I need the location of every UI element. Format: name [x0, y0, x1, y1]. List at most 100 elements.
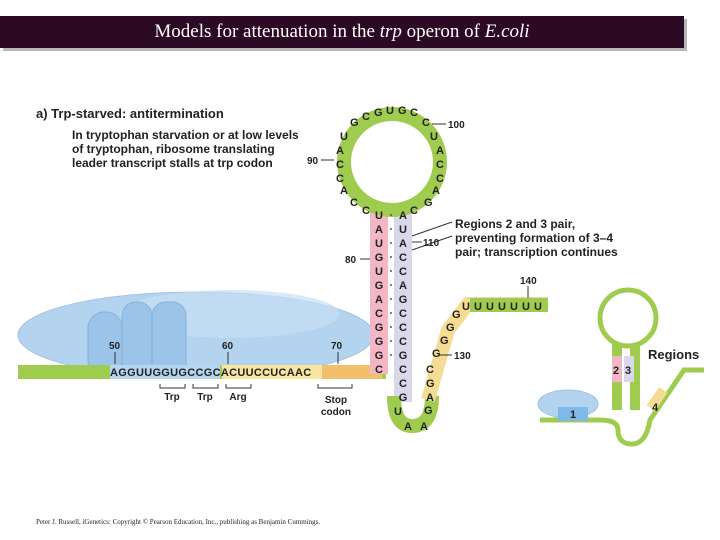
- svg-text:G: G: [399, 392, 408, 404]
- svg-text:C: C: [399, 364, 407, 376]
- svg-text:C: C: [436, 173, 444, 185]
- pos-50: 50: [109, 341, 121, 352]
- svg-text:C: C: [362, 205, 370, 217]
- regions-label: Regions: [648, 347, 699, 362]
- svg-text:C: C: [362, 111, 370, 123]
- inset-region-2: 2: [613, 365, 619, 377]
- svg-text:leader transcript stalls at tr: leader transcript stalls at trp codon: [72, 156, 273, 170]
- title-trp: trp: [379, 21, 402, 42]
- codon-trp-2: Trp: [197, 392, 213, 403]
- svg-text:A: A: [426, 392, 434, 404]
- svg-text:G: G: [350, 117, 359, 129]
- footer-credit: Peter J. Russell, iGenetics: Copyright ©…: [36, 518, 321, 526]
- svg-text:U: U: [498, 301, 506, 313]
- svg-text:A: A: [340, 185, 348, 197]
- svg-text:G: G: [399, 294, 408, 306]
- svg-text:U: U: [399, 224, 407, 236]
- svg-text:G: G: [375, 350, 384, 362]
- panel-description: In tryptophan starvation or at low level…: [72, 128, 299, 170]
- slide-title: Models for attenuation in the trp operon…: [0, 16, 684, 48]
- pos-130: 130: [454, 351, 471, 362]
- svg-text:U: U: [510, 301, 518, 313]
- title-prefix: Models for attenuation in the: [154, 21, 375, 42]
- svg-text:A: A: [420, 421, 428, 433]
- svg-text:G: G: [399, 350, 408, 362]
- svg-text:C: C: [399, 322, 407, 334]
- svg-text:C: C: [399, 308, 407, 320]
- svg-text:A: A: [375, 294, 383, 306]
- svg-text:G: G: [375, 322, 384, 334]
- pos-90: 90: [307, 156, 319, 167]
- ribosome: [17, 290, 375, 379]
- title-mid: operon of: [406, 21, 480, 42]
- stop-label: Stop: [325, 395, 347, 406]
- svg-text:G: G: [375, 280, 384, 292]
- svg-text:U: U: [386, 105, 394, 117]
- svg-text:U: U: [375, 266, 383, 278]
- svg-text:preventing formation of 3–4: preventing formation of 3–4: [455, 231, 613, 245]
- region4-arm: [421, 297, 548, 402]
- pos-100: 100: [448, 120, 465, 131]
- pos-140: 140: [520, 276, 537, 287]
- inset-region-4: 4: [652, 402, 659, 414]
- svg-text:G: G: [375, 252, 384, 264]
- svg-text:G: G: [374, 107, 383, 119]
- codon-label: codon: [321, 407, 351, 418]
- svg-text:A: A: [432, 185, 440, 197]
- svg-text:C: C: [410, 205, 418, 217]
- svg-text:U: U: [340, 131, 348, 143]
- svg-text:C: C: [410, 107, 418, 119]
- leader-sequence: AGGUUGGUGCCGCACUUCCUCAAC: [110, 367, 312, 379]
- svg-text:C: C: [399, 336, 407, 348]
- pos-70: 70: [331, 341, 343, 352]
- pos-80: 80: [345, 255, 357, 266]
- inset-region-3: 3: [625, 365, 631, 377]
- svg-text:C: C: [422, 117, 430, 129]
- svg-text:G: G: [452, 309, 461, 321]
- svg-text:G: G: [424, 405, 433, 417]
- region2-stem: [370, 206, 388, 374]
- svg-text:G: G: [446, 322, 455, 334]
- svg-text:AGGUUGGUGCCGCACUUCCUCAAC: AGGUUGGUGCCGCACUUCCUCAAC: [110, 367, 312, 379]
- svg-text:C: C: [436, 159, 444, 171]
- svg-text:G: G: [398, 105, 407, 117]
- svg-text:pair; transcription continues: pair; transcription continues: [455, 245, 618, 259]
- codon-trp-1: Trp: [164, 392, 180, 403]
- svg-text:G: G: [424, 197, 433, 209]
- svg-text:U: U: [375, 238, 383, 250]
- svg-text:U: U: [486, 301, 494, 313]
- svg-text:U: U: [522, 301, 530, 313]
- svg-text:Regions 2 and 3 pair,: Regions 2 and 3 pair,: [455, 217, 575, 231]
- svg-text:U: U: [394, 406, 402, 418]
- svg-text:G: G: [440, 335, 449, 347]
- svg-text:G: G: [432, 348, 441, 360]
- pos-60: 60: [222, 341, 234, 352]
- svg-text:A: A: [375, 224, 383, 236]
- svg-text:C: C: [399, 266, 407, 278]
- svg-text:C: C: [375, 364, 383, 376]
- svg-text:of tryptophan, ribosome transl: of tryptophan, ribosome translating: [72, 142, 275, 156]
- svg-text:U: U: [430, 131, 438, 143]
- top-loop: [337, 107, 447, 217]
- title-ecoli: E.coli: [484, 21, 530, 42]
- svg-text:C: C: [375, 308, 383, 320]
- svg-text:C: C: [350, 197, 358, 209]
- svg-text:A: A: [399, 280, 407, 292]
- svg-text:C: C: [336, 159, 344, 171]
- svg-text:In tryptophan starvation or at: In tryptophan starvation or at low level…: [72, 128, 299, 142]
- inset-region-1: 1: [570, 409, 576, 421]
- svg-text:G: G: [375, 336, 384, 348]
- svg-text:C: C: [399, 378, 407, 390]
- svg-text:A: A: [436, 145, 444, 157]
- region3-stem: [394, 206, 412, 402]
- svg-text:A: A: [404, 421, 412, 433]
- pairing-callout: Regions 2 and 3 pair, preventing formati…: [455, 217, 618, 259]
- svg-text:U: U: [462, 301, 470, 313]
- pos-110: 110: [423, 238, 440, 249]
- regions-inset: [537, 287, 704, 447]
- svg-text:U: U: [474, 301, 482, 313]
- svg-text:A: A: [336, 145, 344, 157]
- codon-arg: Arg: [229, 392, 246, 403]
- svg-text:U: U: [534, 301, 542, 313]
